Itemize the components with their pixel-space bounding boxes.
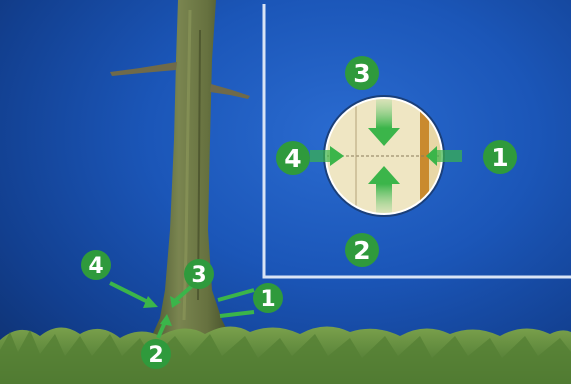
tree-badge-1: 1 <box>253 283 283 313</box>
pressure-arrow-4 <box>310 150 330 162</box>
svg-text:4: 4 <box>284 144 301 173</box>
svg-text:2: 2 <box>353 236 370 265</box>
pressure-arrow-2 <box>376 184 392 214</box>
svg-text:3: 3 <box>191 263 206 288</box>
inset-badge-1: 1 <box>483 140 517 174</box>
pressure-arrow-3 <box>376 98 392 128</box>
svg-text:1: 1 <box>491 143 508 172</box>
tree-pointer-1 <box>218 290 254 316</box>
svg-text:2: 2 <box>148 343 163 368</box>
svg-text:3: 3 <box>353 59 370 88</box>
inset-badge-3: 3 <box>345 56 379 90</box>
svg-text:4: 4 <box>88 254 103 279</box>
grass-ground <box>0 326 571 384</box>
tree-pointer-4 <box>110 283 158 308</box>
tree-badge-2: 2 <box>141 339 171 369</box>
pressure-arrow-1 <box>437 150 462 162</box>
inset-badge-2: 2 <box>345 233 379 267</box>
tree-badge-4: 4 <box>81 250 111 280</box>
inset-badge-4: 4 <box>276 141 310 175</box>
branch-right <box>210 84 250 99</box>
svg-text:1: 1 <box>260 287 275 312</box>
branch-left <box>110 62 177 76</box>
tree-badge-3: 3 <box>184 259 214 289</box>
